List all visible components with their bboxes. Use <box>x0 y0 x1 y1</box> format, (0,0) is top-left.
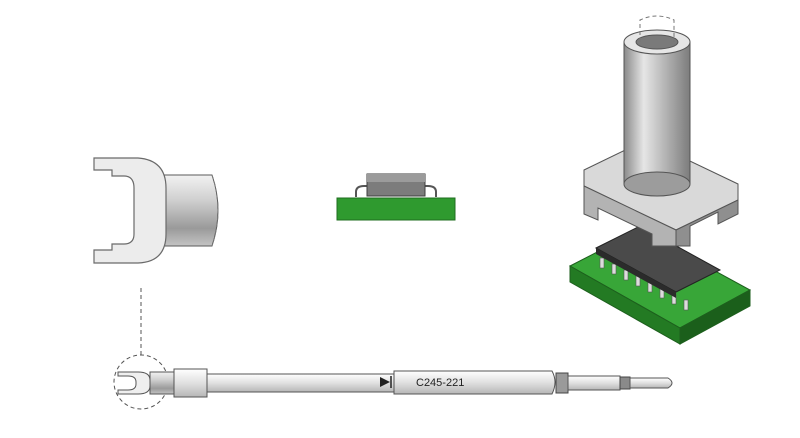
cartridge-tip-icon: C245-221 <box>113 354 673 410</box>
fork-tip-profile-icon <box>93 157 219 264</box>
direction-arrow-icon <box>380 377 390 387</box>
component-side-view-icon <box>336 173 456 221</box>
tip-on-ic-3d-icon <box>568 15 752 345</box>
tip-part-number: C245-221 <box>416 377 464 389</box>
